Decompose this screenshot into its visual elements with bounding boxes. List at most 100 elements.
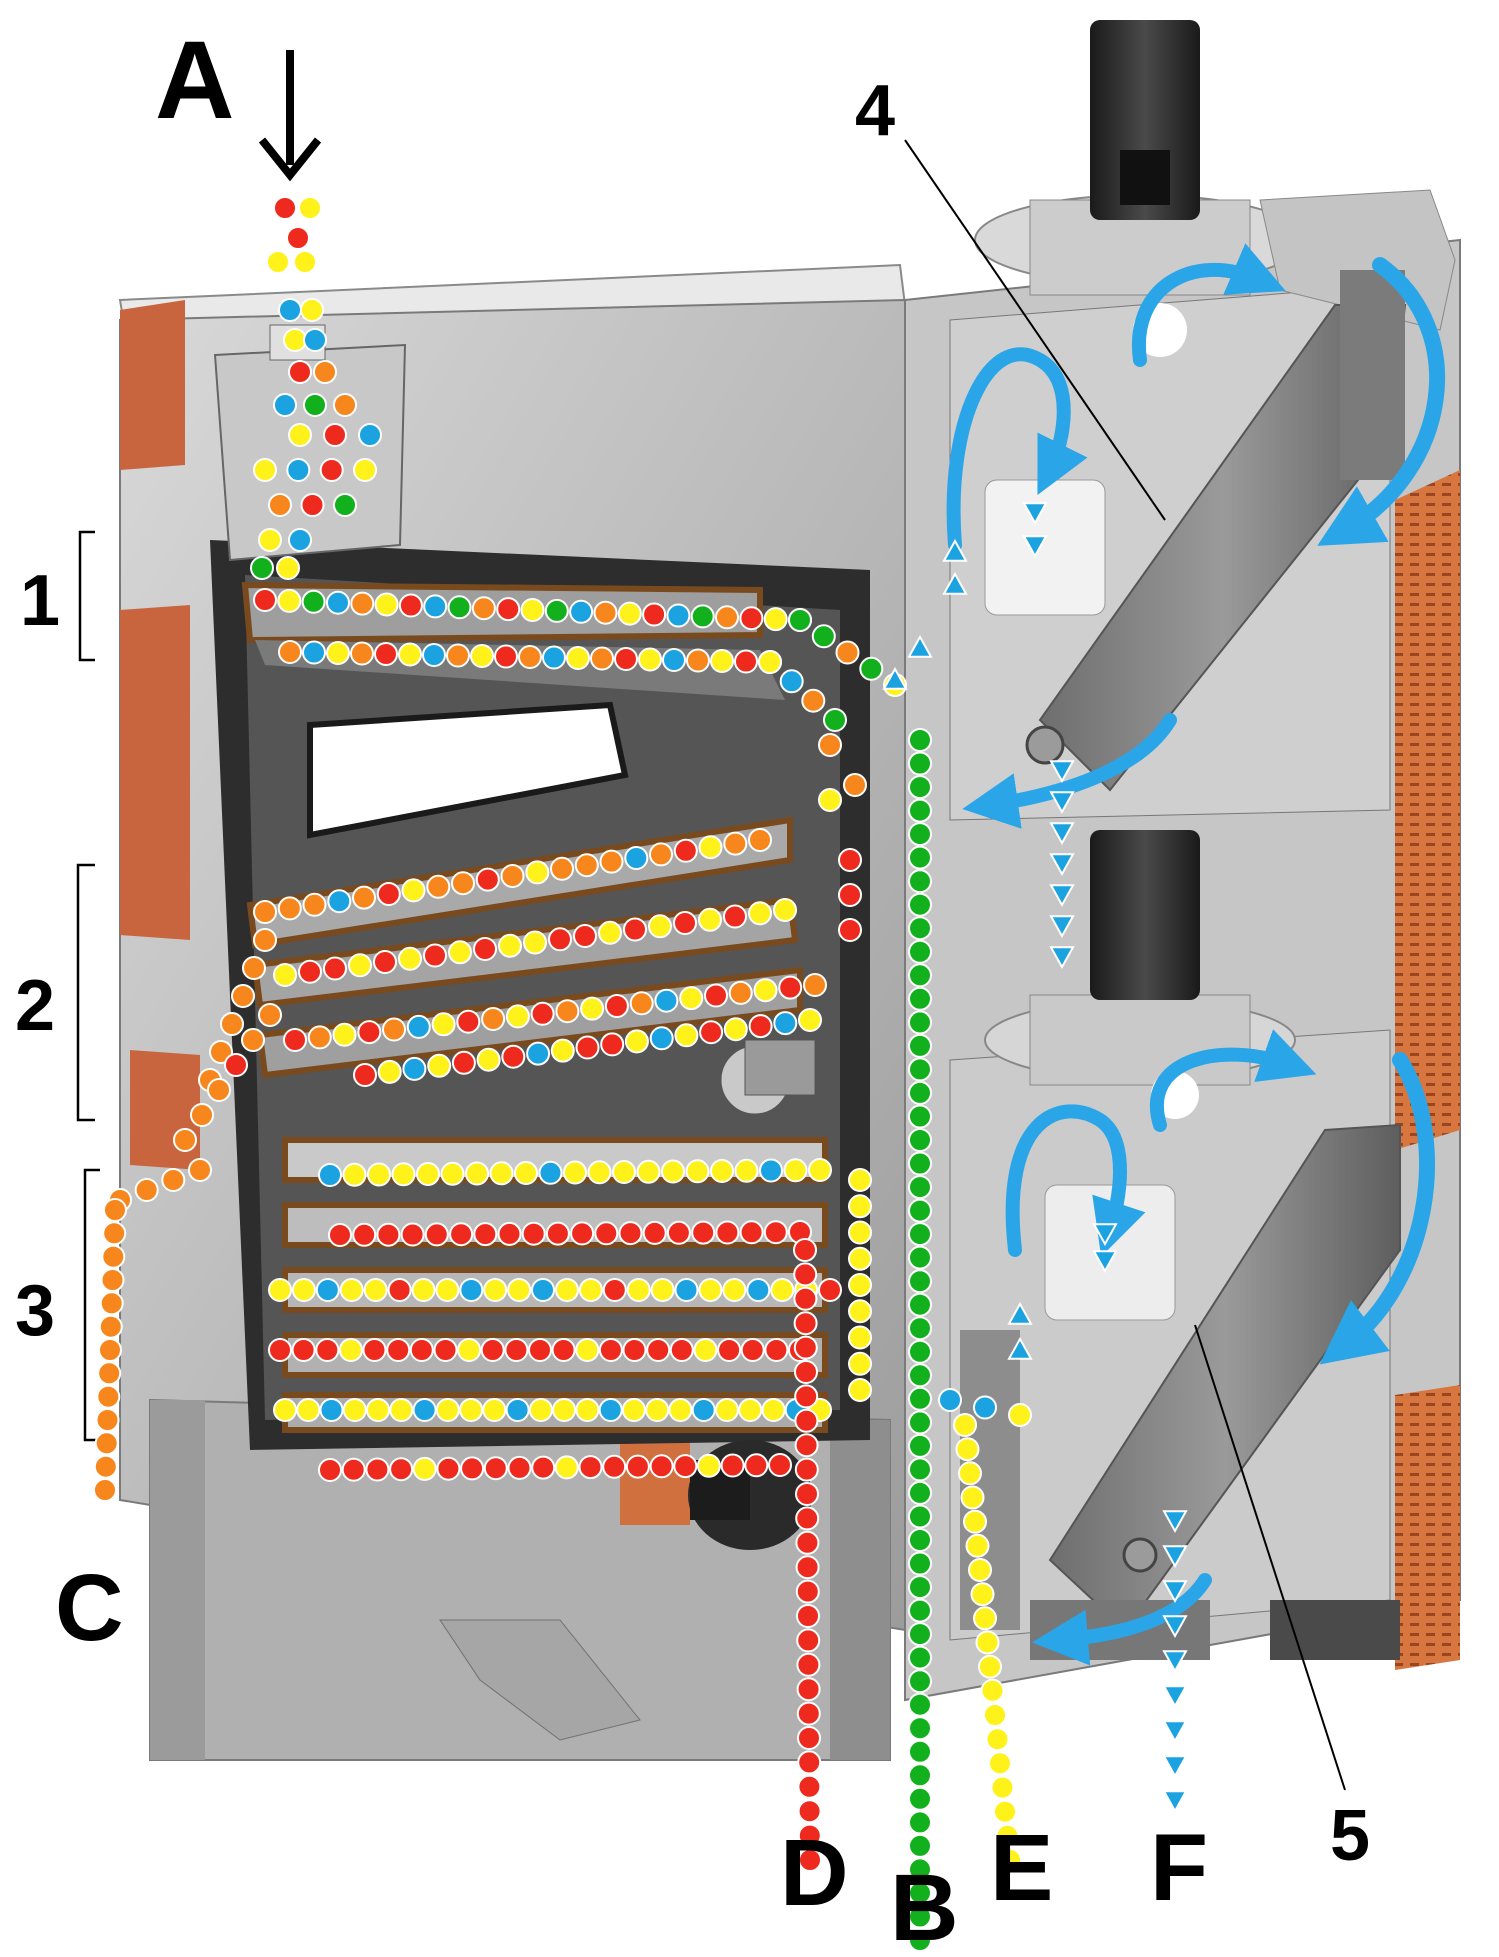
flow-dot <box>391 1162 416 1187</box>
flow-dot <box>835 640 860 665</box>
flow-dot <box>798 1848 822 1872</box>
flow-dot <box>268 493 292 517</box>
flow-dot <box>740 1338 765 1362</box>
flow-dot <box>674 1023 699 1048</box>
flow-dot <box>523 930 547 955</box>
flow-dot <box>102 1221 127 1246</box>
flow-dot <box>908 916 932 941</box>
flow-dot <box>303 393 327 417</box>
flow-dot <box>908 1222 932 1247</box>
label-deck-3: 3 <box>15 1271 55 1351</box>
flow-dot <box>555 999 580 1024</box>
flow-dot <box>353 458 377 482</box>
flow-dot <box>578 1278 603 1302</box>
flow-dot <box>224 1053 248 1077</box>
air-particle-triangle <box>1049 822 1075 846</box>
flow-dot <box>908 1245 932 1270</box>
flow-dot <box>496 597 521 622</box>
flow-dot <box>575 1035 600 1060</box>
flow-dot <box>622 1338 647 1362</box>
air-arrow <box>946 347 1088 552</box>
flow-dot <box>803 973 827 997</box>
flow-dot <box>100 1268 125 1292</box>
flow-dot <box>525 860 550 885</box>
flow-dot <box>617 601 642 626</box>
flow-dot <box>575 1338 600 1362</box>
flow-dot <box>649 1026 674 1051</box>
flow-dot <box>552 1398 577 1422</box>
flow-dot <box>763 1220 788 1245</box>
flow-dot <box>908 1739 932 1764</box>
flow-dot <box>326 641 350 665</box>
flow-dot <box>778 975 803 1000</box>
flow-dot <box>848 1220 872 1245</box>
flow-dot <box>327 889 352 914</box>
air-particle-triangle <box>1162 1580 1188 1604</box>
flow-dot <box>286 226 310 250</box>
flow-dot <box>501 1044 526 1069</box>
flow-dot <box>908 1457 932 1482</box>
flow-dot <box>796 1652 821 1677</box>
flow-dot <box>908 1598 932 1623</box>
flow-dot <box>794 1384 819 1409</box>
flow-dot <box>797 1726 821 1750</box>
flow-dot <box>668 1398 693 1422</box>
flow-dot <box>848 1351 872 1376</box>
flow-dot <box>793 1335 818 1360</box>
air-arrow <box>1319 1052 1436 1365</box>
flow-dot <box>333 493 357 517</box>
flow-dot <box>698 1278 723 1302</box>
flow-dot <box>348 953 372 978</box>
flow-dot <box>277 896 302 921</box>
flow-dot <box>389 1457 414 1482</box>
flow-dot <box>793 1238 817 1262</box>
flow-dot <box>250 556 274 580</box>
air-particle-triangle <box>1092 1223 1118 1247</box>
flow-dot <box>1008 1403 1032 1427</box>
flow-dot <box>983 1703 1007 1727</box>
flow-dot <box>448 940 472 965</box>
flow-dot <box>376 1222 401 1247</box>
flow-dot <box>848 1299 872 1324</box>
flow-dot <box>796 1604 820 1628</box>
flow-dot <box>253 458 277 482</box>
label-outlet-d: D <box>780 1820 849 1926</box>
air-particle-triangle <box>1022 502 1048 526</box>
air-particle-triangle <box>1022 535 1048 559</box>
flow-dot <box>993 1799 1017 1824</box>
flow-dot <box>723 831 748 856</box>
diagram-labels: A C D B E F 1 2 3 4 5 <box>15 19 1370 1957</box>
flow-paths <box>93 196 1188 1952</box>
flow-dot <box>642 602 667 627</box>
flow-dot <box>276 556 300 580</box>
flow-dot <box>574 853 599 878</box>
flow-dot <box>614 647 638 671</box>
flow-dot <box>498 933 522 958</box>
flow-dot <box>690 604 715 629</box>
label-deck-1: 1 <box>20 561 60 641</box>
flow-dot <box>278 298 302 322</box>
flow-dot <box>908 1198 932 1223</box>
flow-dot <box>963 1509 987 1534</box>
flow-dot <box>307 1025 332 1050</box>
flow-dot <box>794 1408 819 1433</box>
flow-dot <box>960 1485 985 1510</box>
flow-dot <box>134 1178 159 1202</box>
flow-dot <box>666 603 691 628</box>
flow-dot <box>545 1221 570 1246</box>
flow-dot <box>447 595 472 620</box>
deck-brackets <box>76 530 100 1442</box>
flow-dot <box>98 1314 123 1339</box>
flow-dot <box>587 1160 612 1185</box>
flow-dot <box>908 1363 932 1388</box>
label-deck-2: 2 <box>15 966 55 1046</box>
flow-dot <box>715 1398 739 1422</box>
label-unit-4: 4 <box>855 71 895 151</box>
flow-dot <box>573 924 597 948</box>
flow-dot <box>473 937 497 961</box>
flow-dot <box>795 1555 820 1580</box>
flow-dot <box>744 1453 769 1478</box>
flow-dot <box>908 1763 932 1788</box>
label-unit-5: 5 <box>1330 1796 1370 1876</box>
flow-dot <box>955 1437 980 1462</box>
